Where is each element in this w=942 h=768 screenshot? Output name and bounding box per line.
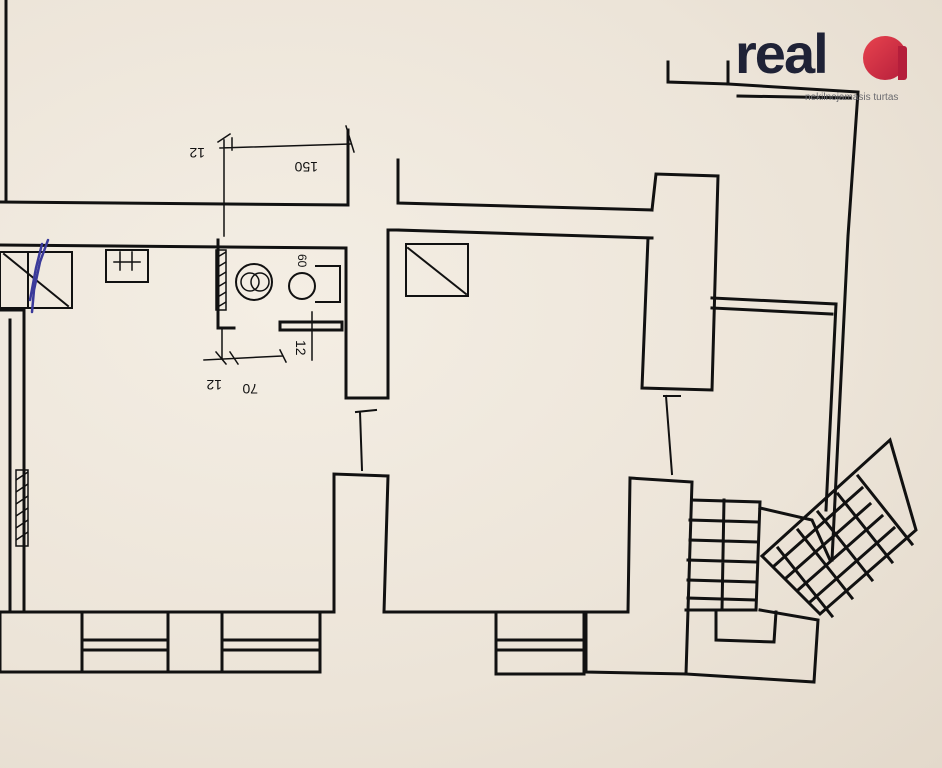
lower-right-outline <box>684 608 820 684</box>
right-upper-wall <box>666 60 730 86</box>
corridor-wall-top <box>0 200 350 207</box>
left-stair-box <box>0 251 73 309</box>
center-top-wall <box>396 158 654 212</box>
hatched-walls <box>15 249 227 547</box>
right-partition-2 <box>824 302 838 512</box>
dimension-12-side: 12 <box>293 340 309 356</box>
logo-tagline: nekilnojamasis turtas <box>805 92 899 103</box>
door-mark-1 <box>354 408 378 472</box>
wc-wall-left <box>216 238 236 330</box>
corridor-wall-mid <box>0 243 348 250</box>
left-lower-wall <box>0 308 26 614</box>
right-inner-wall <box>736 94 852 100</box>
pillar-top-right <box>640 172 720 392</box>
logo-accent-letter <box>863 36 907 80</box>
dimension-12-top: 12 <box>189 145 205 161</box>
window-right <box>220 610 320 674</box>
wc-wall-right <box>344 228 400 400</box>
basin-fixture <box>288 272 316 300</box>
window-pier <box>166 610 224 674</box>
dimension-12-bottom: 12 <box>206 377 222 393</box>
reala-logo: real nekilnojamasis turtas <box>735 22 910 103</box>
window-center <box>494 612 586 676</box>
center-top-wall-2 <box>396 228 654 240</box>
shower-tray <box>405 243 469 297</box>
toilet-fixture <box>235 263 273 301</box>
bottom-wall-facade <box>0 610 322 674</box>
window-left <box>80 610 170 674</box>
right-partition-1 <box>710 296 838 316</box>
wc-wall-inner <box>278 320 344 332</box>
right-outer-wall <box>726 82 860 562</box>
diagonal-stair <box>759 437 918 619</box>
dimension-70: 70 <box>242 381 258 397</box>
stair-steps <box>686 498 760 612</box>
dimension-line-side <box>307 311 317 361</box>
dimension-line-top <box>216 125 355 237</box>
blue-marker <box>28 238 50 314</box>
pillar-bottom-left <box>332 472 390 614</box>
logo-wordmark: real <box>735 22 829 85</box>
sink-fixture <box>105 249 149 283</box>
dimension-150: 150 <box>294 159 318 175</box>
dimension-60: 60 <box>295 254 309 268</box>
door-mark-2 <box>663 394 681 476</box>
dimension-line-bottom <box>203 329 288 366</box>
pillar-bottom-right <box>584 476 694 676</box>
right-diagonal-wall <box>758 506 832 562</box>
